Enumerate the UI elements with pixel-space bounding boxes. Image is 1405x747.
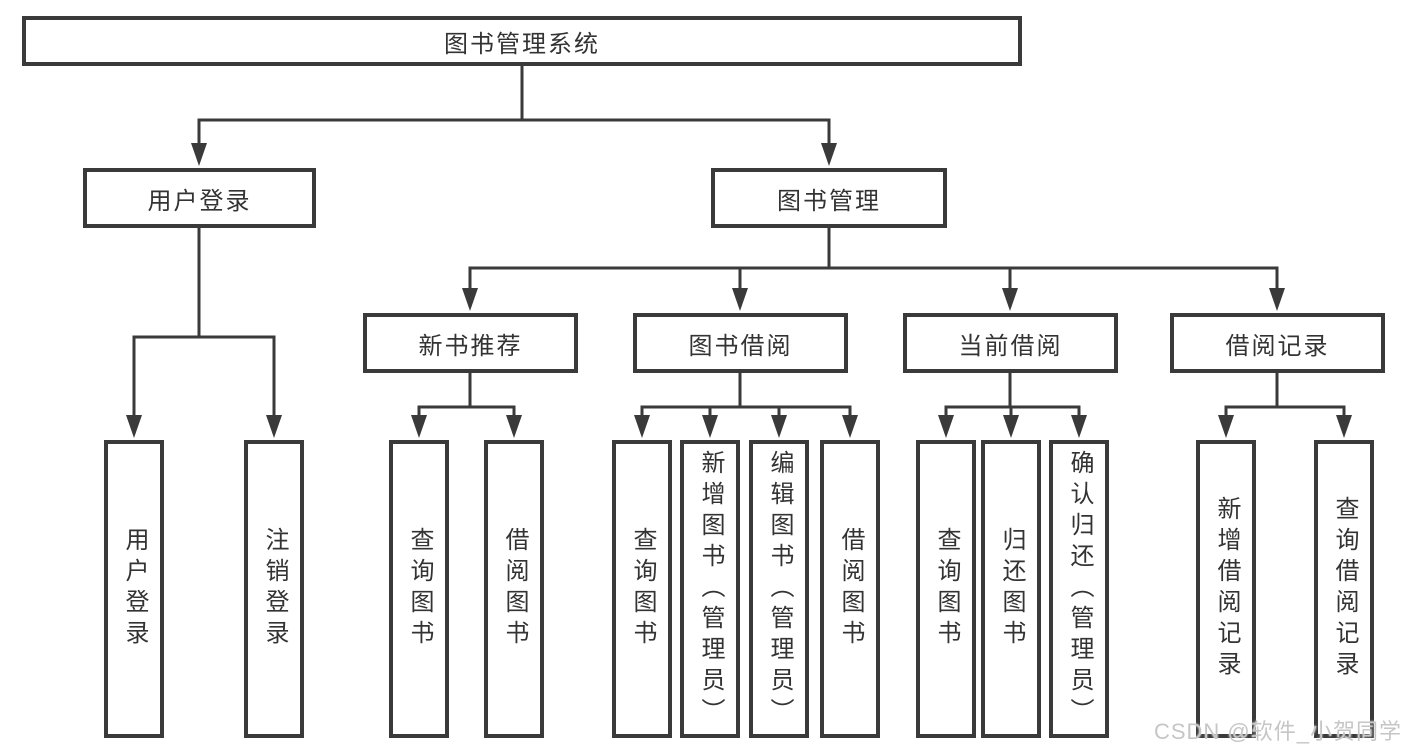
node-current-borrow: 当前借阅 [903,313,1118,373]
leaf-borrow-books: 借阅图书 [820,440,880,738]
leaf-label: 归还图书 [998,527,1025,651]
leaf-query-books-borrow: 查询图书 [612,440,672,738]
node-new-book-recommend: 新书推荐 [363,313,578,373]
leaf-query-borrow-record: 查询借阅记录 [1314,440,1374,738]
node-book-management-branch: 图书管理 [711,168,947,228]
leaf-query-books-current: 查询图书 [916,440,976,738]
leaf-edit-book-admin: 编辑图书（管理员） [749,440,809,738]
leaf-label: 查询借阅记录 [1331,496,1358,682]
leaf-label: 借阅图书 [501,527,528,651]
leaf-add-borrow-record: 新增借阅记录 [1196,440,1256,738]
leaf-query-books-recommend: 查询图书 [389,440,449,738]
node-book-borrow: 图书借阅 [633,313,848,373]
leaf-user-login: 用户登录 [104,440,164,738]
leaf-label: 注销登录 [261,527,288,651]
leaf-label: 用户登录 [121,527,148,651]
leaf-return-books: 归还图书 [981,440,1041,738]
leaf-label: 编辑图书（管理员） [766,449,793,729]
leaf-label: 新增借阅记录 [1213,496,1240,682]
leaf-logout: 注销登录 [244,440,304,738]
leaf-borrow-books-recommend: 借阅图书 [484,440,544,738]
leaf-confirm-return-admin: 确认归还（管理员） [1049,440,1109,738]
node-borrow-records: 借阅记录 [1170,313,1385,373]
node-root: 图书管理系统 [22,16,1022,66]
leaf-add-book-admin: 新增图书（管理员） [680,440,740,738]
leaf-label: 查询图书 [629,527,656,651]
leaf-label: 查询图书 [406,527,433,651]
leaf-label: 借阅图书 [837,527,864,651]
leaf-label: 查询图书 [933,527,960,651]
leaf-label: 新增图书（管理员） [697,449,724,729]
node-user-login-branch: 用户登录 [83,168,316,228]
watermark: CSDN @软件_小贺同学 [1153,719,1402,744]
leaf-label: 确认归还（管理员） [1066,449,1093,729]
